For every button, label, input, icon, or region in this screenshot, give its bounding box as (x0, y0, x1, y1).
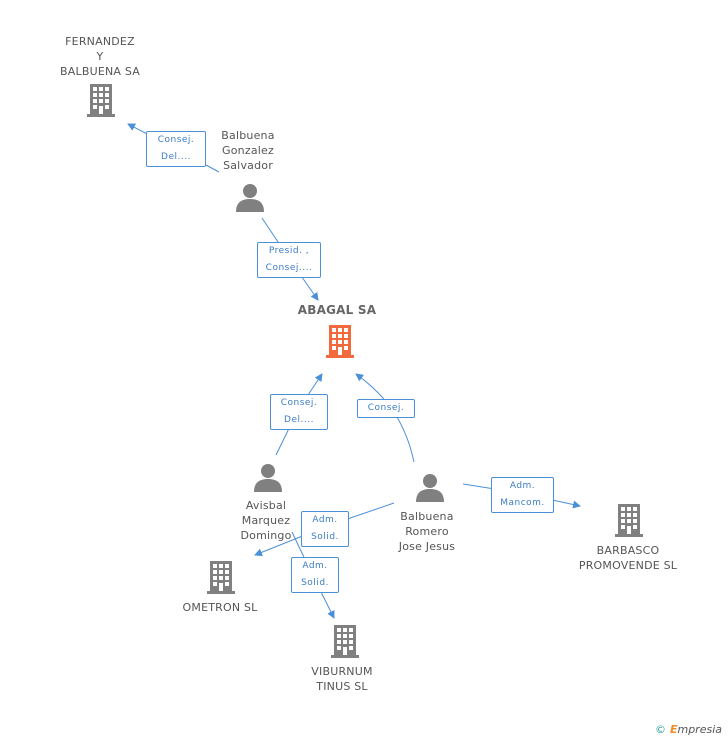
person-icon-balbuena-gonzalez[interactable] (236, 184, 264, 212)
building-icon-barbasco[interactable] (615, 504, 643, 537)
edge-label-e1[interactable]: Consej.Del.... (146, 131, 206, 167)
edge-label-e5[interactable]: Adm.Mancom. (491, 477, 554, 513)
person-icon-balbuena-romero[interactable] (416, 474, 444, 502)
empresia-credit[interactable]: ©Empresia (655, 723, 722, 736)
node-label-abagal[interactable]: ABAGAL SA (297, 303, 377, 317)
edge-label-e2[interactable]: Presid. ,Consej.... (257, 242, 321, 278)
node-label-ometron[interactable]: OMETRON SL (182, 601, 258, 614)
edge-line-e4 (355, 373, 415, 463)
brand-name: mpresia (677, 723, 722, 736)
edge-label-e6[interactable]: Adm.Solid. (301, 511, 349, 547)
building-icon-fernandez[interactable] (87, 84, 115, 117)
building-icon-abagal[interactable] (326, 325, 354, 358)
building-icon-ometron[interactable] (207, 561, 235, 594)
building-icon-viburnum[interactable] (331, 625, 359, 658)
edge-label-e3[interactable]: Consej.Del.... (270, 394, 328, 430)
brand-initial: E (669, 723, 678, 736)
edge-label-e7[interactable]: Adm.Solid. (291, 557, 339, 593)
person-icon-avisbal[interactable] (254, 464, 282, 492)
edge-label-e4[interactable]: Consej. (357, 399, 415, 418)
copyright-icon: © (654, 723, 666, 736)
